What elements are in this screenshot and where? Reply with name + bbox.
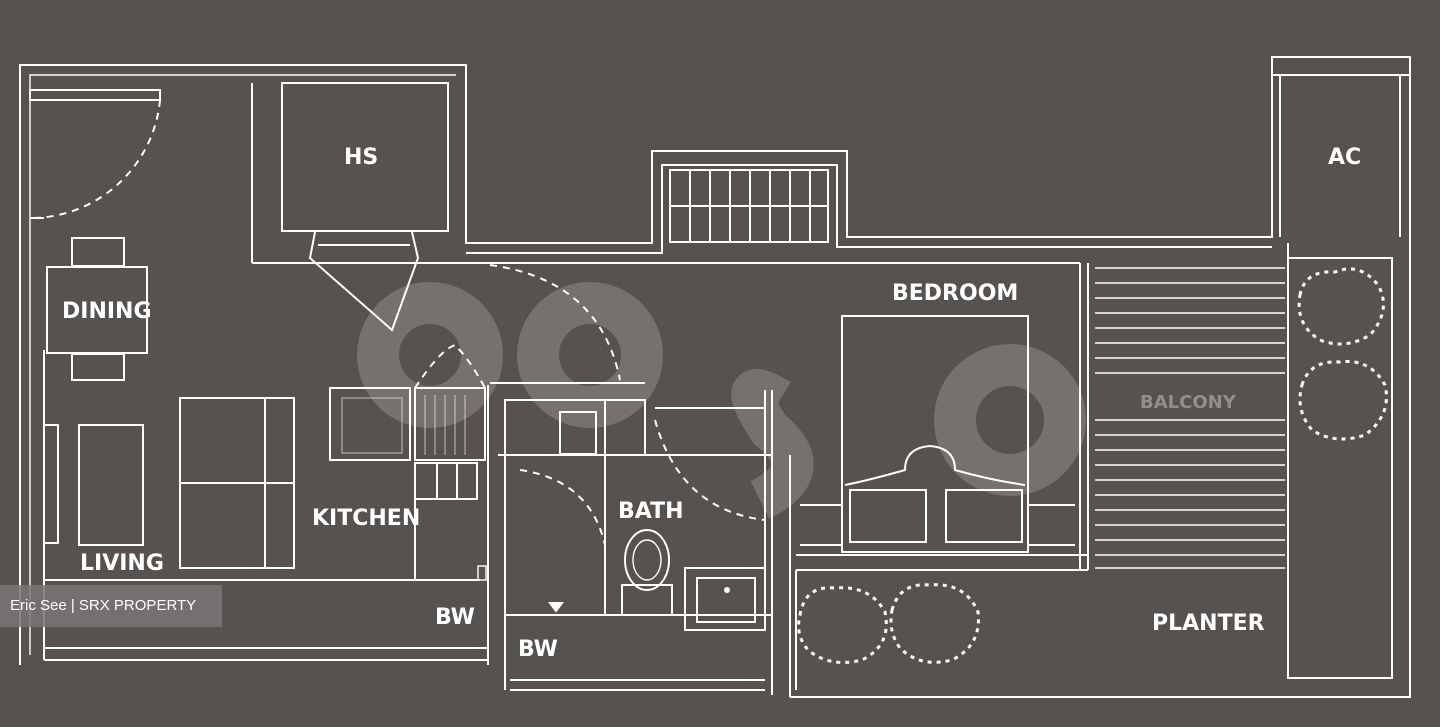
- ac-grille: [669, 169, 829, 243]
- household-shelter: [281, 82, 449, 332]
- entrance-door: [29, 89, 161, 220]
- label-balcony: BALCONY: [1140, 392, 1237, 413]
- bedroom-door-swing: [489, 264, 621, 381]
- dining-table: [46, 237, 148, 381]
- kitchen-fixture: [477, 565, 487, 581]
- living-furniture: [43, 350, 488, 661]
- label-bw-left: BW: [435, 605, 475, 630]
- label-hs: HS: [344, 145, 378, 170]
- bathroom: [498, 390, 773, 695]
- outer-walls: [19, 56, 1411, 698]
- label-ac: AC: [1328, 145, 1361, 170]
- label-kitchen: KITCHEN: [312, 506, 420, 531]
- label-bedroom: BEDROOM: [892, 281, 1018, 306]
- label-living: LIVING: [80, 551, 164, 576]
- label-bath: BATH: [618, 499, 684, 524]
- credit-caption: Eric See | SRX PROPERTY: [0, 585, 222, 627]
- label-bw-bath: BW: [518, 637, 558, 662]
- kitchen-counter: [329, 343, 645, 665]
- label-planter: PLANTER: [1152, 611, 1265, 636]
- bed: [800, 315, 1075, 553]
- watermark: [357, 282, 1086, 519]
- balcony-decking: [1095, 267, 1285, 569]
- label-dining: DINING: [62, 299, 152, 324]
- shrubs: [797, 267, 1388, 664]
